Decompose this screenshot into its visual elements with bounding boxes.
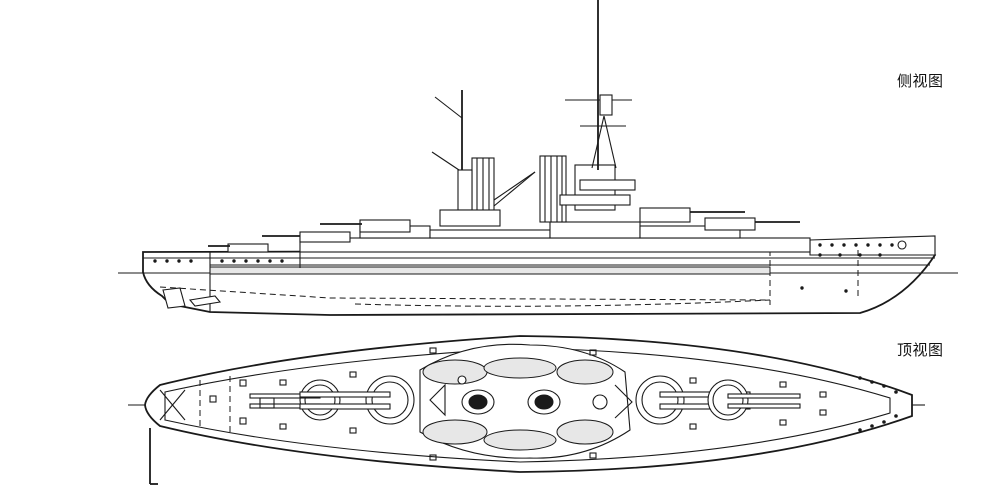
side-portholes [153, 240, 907, 293]
side-view-drawing [118, 0, 958, 316]
top-foremast [592, 394, 608, 410]
side-view-label: 侧视图 [897, 72, 944, 90]
top-turrets [249, 375, 801, 425]
side-armor-belt [209, 266, 771, 275]
top-view-label: 顶视图 [897, 341, 944, 359]
top-mainmast [457, 375, 467, 385]
top-hull [144, 335, 913, 473]
top-view-drawing [128, 335, 925, 485]
side-hull [142, 249, 937, 316]
side-rudder [162, 287, 186, 309]
side-turrets [208, 207, 800, 253]
side-crane [493, 171, 536, 201]
top-deck-fittings [209, 347, 898, 461]
side-propeller [188, 295, 222, 307]
side-forecastle [809, 235, 936, 256]
side-superstructure [299, 237, 811, 253]
